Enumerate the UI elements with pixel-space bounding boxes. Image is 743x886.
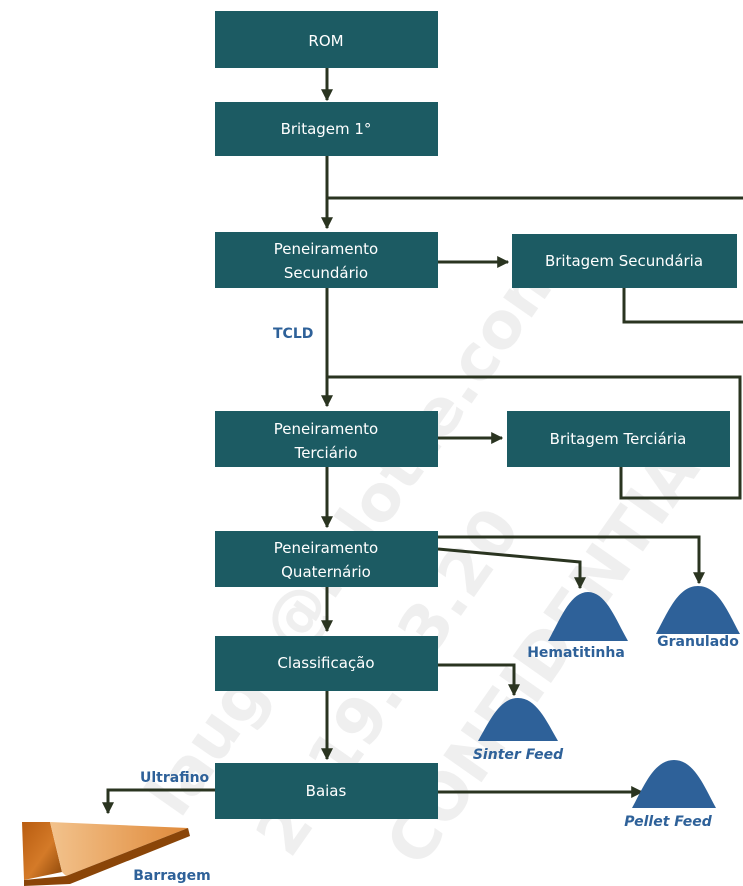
connector-baias-barragem: [102, 788, 215, 815]
box-peneiramento-secundario-line1: Peneiramento: [274, 240, 378, 258]
pile-granulado-icon: [656, 586, 740, 634]
box-peneiramento-secundario-line2: Secundário: [284, 264, 368, 282]
box-classificacao[interactable]: Classificação: [215, 636, 438, 691]
barragem-label: Barragem: [133, 868, 210, 884]
box-peneiramento-quaternario-line2: Quaternário: [281, 563, 371, 581]
pile-granulado: Granulado: [656, 586, 740, 650]
pile-hematitinha-label: Hematitinha: [527, 645, 625, 661]
connector-pen-quat-hematitinha: [437, 547, 586, 590]
box-britagem-secundaria[interactable]: Britagem Secundária: [512, 234, 737, 288]
pile-sinter-feed-label: Sinter Feed: [473, 747, 564, 763]
box-peneiramento-quaternario[interactable]: Peneiramento Quaternário: [215, 531, 438, 587]
box-britagem-primaria[interactable]: Britagem 1°: [215, 102, 438, 156]
box-peneiramento-terciario[interactable]: Peneiramento Terciário: [215, 411, 438, 467]
pile-sinter-feed: Sinter Feed: [473, 698, 564, 763]
box-britagem-terciaria[interactable]: Britagem Terciária: [507, 411, 730, 467]
connector-pen-quat-granulado: [438, 535, 705, 585]
box-baias[interactable]: Baias: [215, 763, 438, 819]
box-peneiramento-secundario[interactable]: Peneiramento Secundário: [215, 232, 438, 288]
pile-hematitinha: Hematitinha: [527, 592, 628, 661]
connector-britagem-ter-loop: [327, 375, 742, 500]
pile-sinter-feed-icon: [478, 698, 558, 741]
box-rom[interactable]: ROM: [215, 11, 438, 68]
pile-pellet-feed-icon: [632, 760, 716, 808]
pile-hematitinha-icon: [548, 592, 628, 641]
box-baias-label: Baias: [306, 782, 347, 800]
box-peneiramento-terciario-line1: Peneiramento: [274, 420, 378, 438]
barragem: Barragem: [22, 822, 211, 886]
box-rom-label: ROM: [308, 32, 343, 50]
dam-base: [24, 828, 190, 886]
dam-water: [50, 822, 188, 876]
connectors: [102, 68, 743, 815]
pile-granulado-label: Granulado: [657, 634, 739, 650]
connector-britagem-sec-return: [622, 288, 743, 324]
box-britagem-terciaria-label: Britagem Terciária: [550, 430, 687, 448]
box-peneiramento-quaternario-line1: Peneiramento: [274, 539, 378, 557]
pile-pellet-feed-label: Pellet Feed: [624, 814, 713, 830]
flow-label-tcld: TCLD: [273, 326, 313, 342]
connector-classificacao-sinter: [438, 663, 520, 697]
dam-icon: [22, 822, 62, 880]
pile-pellet-feed: Pellet Feed: [624, 760, 716, 830]
box-peneiramento-terciario-line2: Terciário: [294, 444, 358, 462]
box-britagem-secundaria-label: Britagem Secundária: [545, 252, 703, 270]
box-britagem-primaria-label: Britagem 1°: [281, 120, 372, 138]
box-classificacao-label: Classificação: [277, 654, 374, 672]
flow-label-ultrafino: Ultrafino: [140, 770, 210, 786]
